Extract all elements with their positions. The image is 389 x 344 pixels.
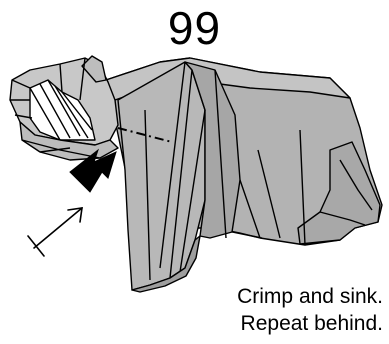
instructions-text: Crimp and sink. Repeat behind. [163,283,383,337]
bear-head [10,56,118,160]
view-arrow-icon [28,208,82,256]
instruction-line-2: Repeat behind. [163,310,383,337]
bear-body [100,58,382,292]
instruction-line-1: Crimp and sink. [163,283,383,310]
